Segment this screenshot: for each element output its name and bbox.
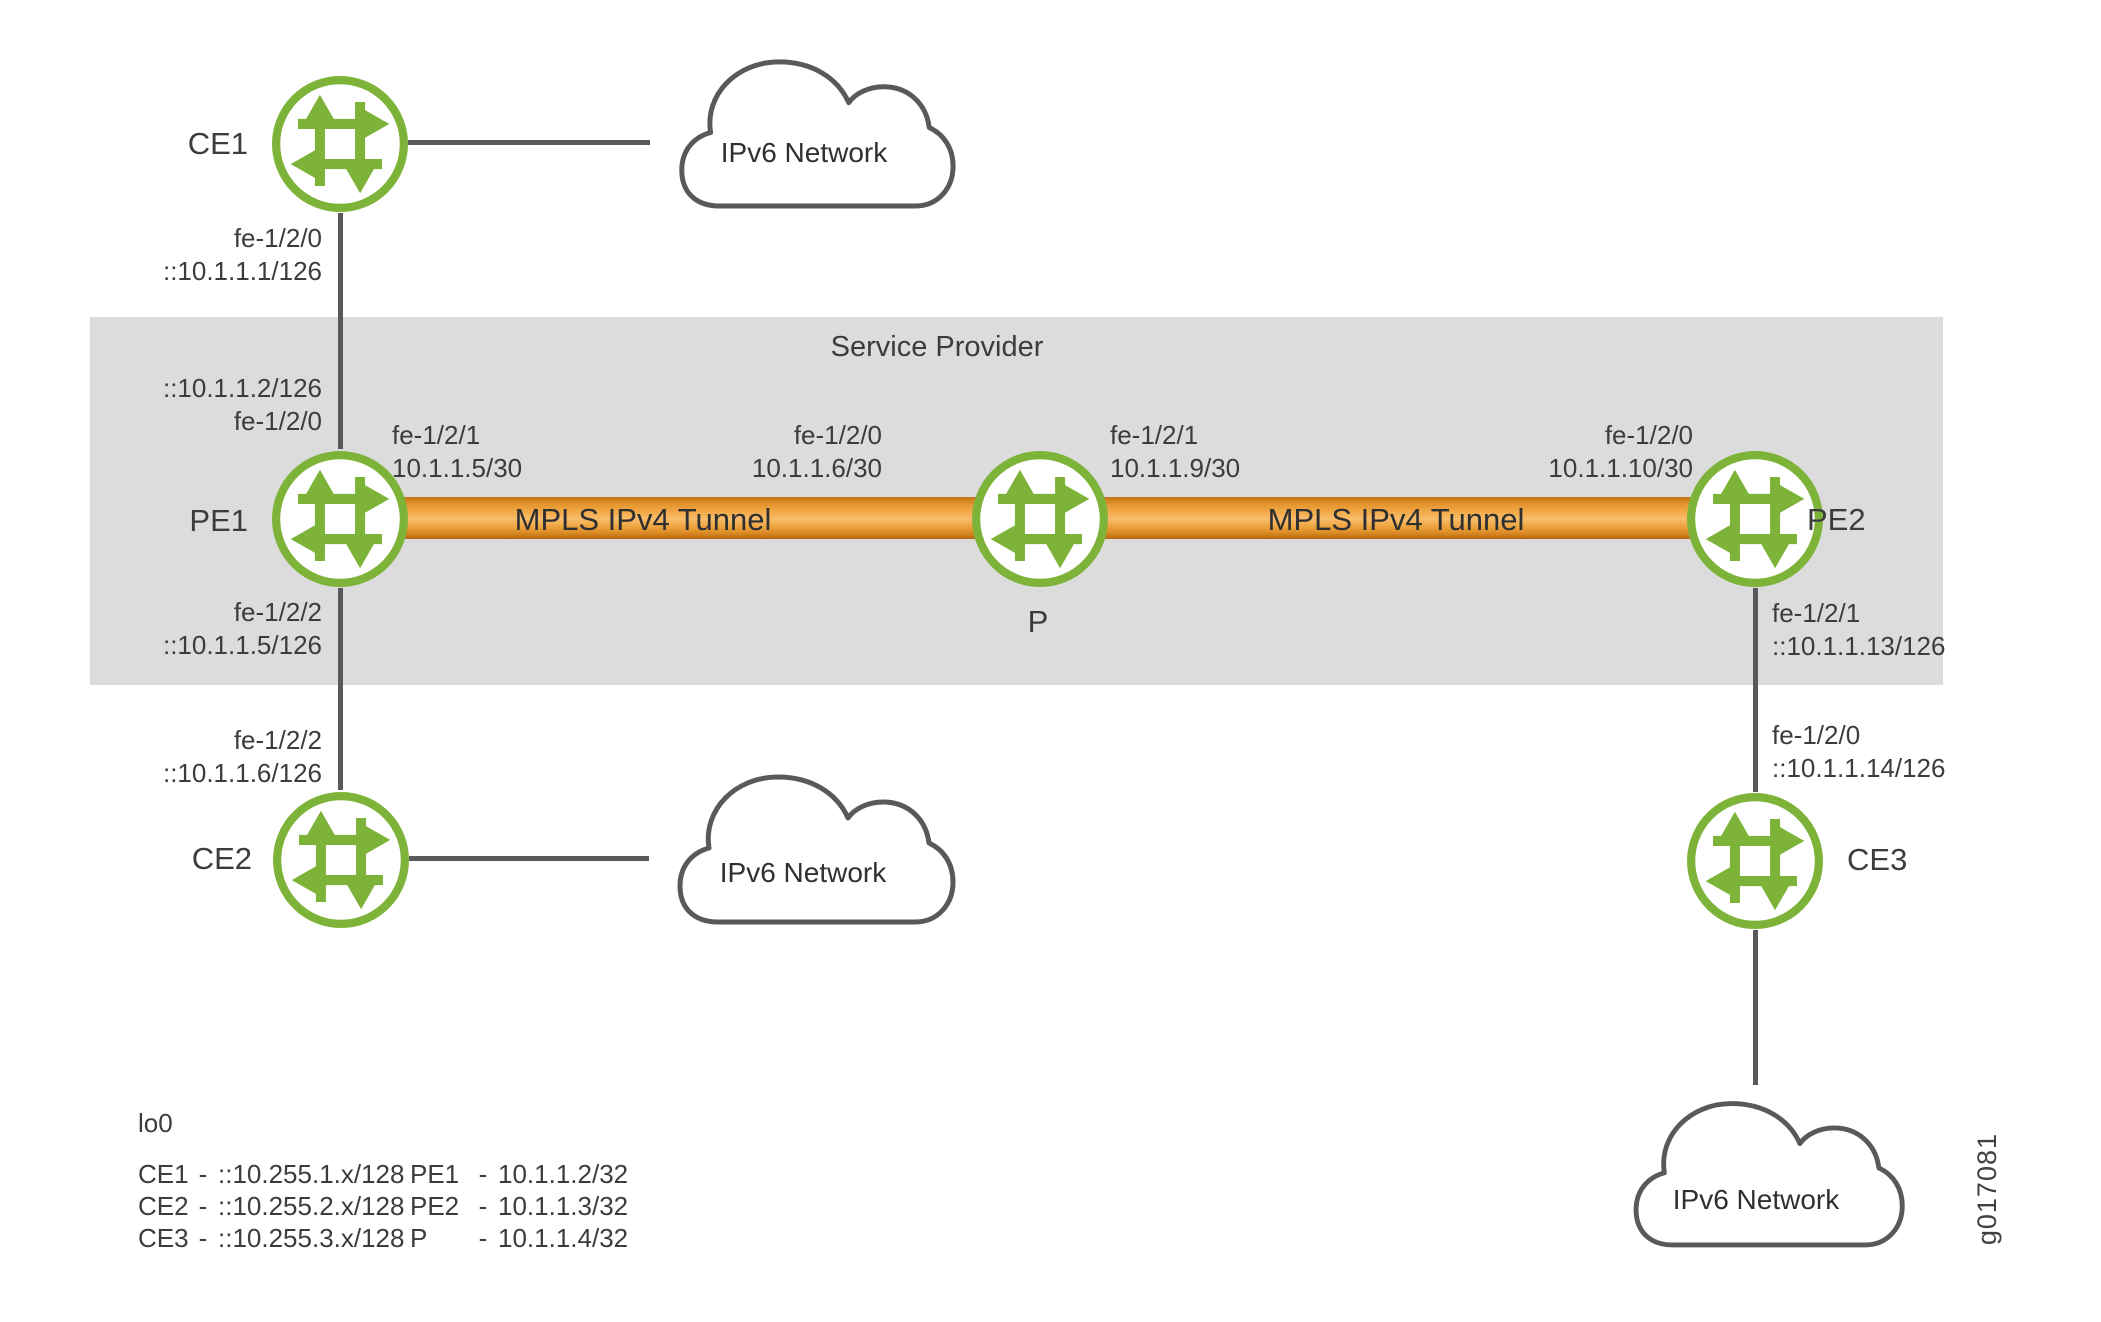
router-icon-ce3 <box>1682 788 1828 934</box>
router-icon-ce2 <box>268 787 414 933</box>
legend-column-ce: CE1-::10.255.1.x/128 CE2-::10.255.2.x/12… <box>138 1158 404 1254</box>
cloud-icon-bottom <box>1600 1080 1912 1253</box>
router-icon-ce1 <box>267 71 413 217</box>
router-label-ce3: CE3 <box>1847 842 1908 877</box>
legend-row: CE1-::10.255.1.x/128 <box>138 1159 405 1189</box>
router-label-pe2: PE2 <box>1807 502 1866 537</box>
service-provider-title: Service Provider <box>830 331 1044 363</box>
iface-label-pe2-down: fe-1/2/1::10.1.1.13/126 <box>1772 598 1946 661</box>
legend-row: CE2-::10.255.2.x/128 <box>138 1191 405 1221</box>
cloud-label-middle: IPv6 Network <box>719 857 887 888</box>
legend-row: PE2-10.1.1.3/32 <box>410 1191 629 1221</box>
router-icon-p <box>967 446 1113 592</box>
link-pe1-ce2 <box>338 588 343 790</box>
legend-column-pe: PE1-10.1.1.2/32 PE2-10.1.1.3/32 P-10.1.1… <box>410 1158 628 1254</box>
legend-row: CE3-::10.255.3.x/128 <box>138 1223 405 1253</box>
mpls-tunnel-pe1-p <box>395 497 1055 539</box>
link-pe2-ce3 <box>1753 588 1758 792</box>
cloud-label-top: IPv6 Network <box>720 137 888 168</box>
link-ce1-cloud <box>408 140 650 145</box>
cloud-label-bottom: IPv6 Network <box>1672 1184 1840 1215</box>
figure-id-watermark: g017081 <box>1972 1133 2002 1246</box>
router-label-ce1: CE1 <box>187 126 248 161</box>
iface-label-pe1-down: fe-1/2/2::10.1.1.5/126 <box>162 597 322 660</box>
router-label-p: P <box>1027 604 1049 639</box>
cloud-icon-middle <box>643 755 963 928</box>
cloud-icon-top <box>645 40 963 212</box>
mpls-tunnel-label-1: MPLS IPv4 Tunnel <box>514 502 772 537</box>
router-label-ce2: CE2 <box>191 841 252 876</box>
router-label-pe1: PE1 <box>189 503 248 538</box>
iface-label-ce1-lan: fe-1/2/0::10.1.1.1/126 <box>162 223 322 286</box>
link-ce2-cloud <box>409 856 649 861</box>
legend-row: PE1-10.1.1.2/32 <box>410 1159 629 1189</box>
legend-row: P-10.1.1.4/32 <box>410 1223 629 1253</box>
iface-label-ce2-up: fe-1/2/2::10.1.1.6/126 <box>162 725 322 788</box>
link-ce3-cloud <box>1753 930 1758 1085</box>
iface-label-ce3-up: fe-1/2/0::10.1.1.14/126 <box>1772 720 1946 783</box>
mpls-tunnel-label-2: MPLS IPv4 Tunnel <box>1267 502 1525 537</box>
legend-title: lo0 <box>138 1108 173 1138</box>
loopback-legend: lo0 CE1-::10.255.1.x/128 CE2-::10.255.2.… <box>138 1108 628 1253</box>
mpls-tunnel-p-pe2 <box>1045 497 1725 539</box>
link-ce1-pe1 <box>338 213 343 449</box>
